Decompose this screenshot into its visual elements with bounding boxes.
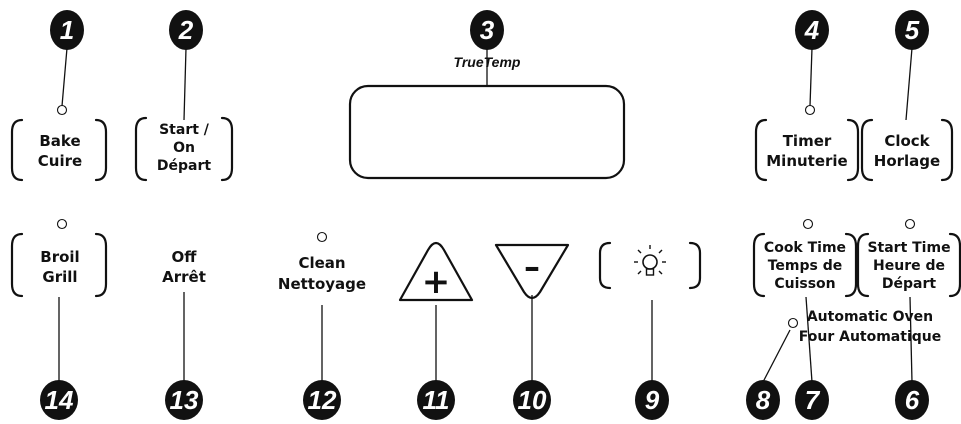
lightbulb-icon: [634, 245, 666, 276]
automatic-oven-label: Automatic Oven: [807, 309, 933, 325]
start-time-button[interactable]: Start Time Heure de Départ: [856, 232, 961, 298]
svg-text:11: 11: [423, 385, 450, 415]
callout-8: 8: [746, 380, 780, 420]
svg-text:1: 1: [60, 15, 74, 45]
arret-label: Arrêt: [162, 268, 206, 286]
callout-13: 13: [165, 380, 203, 420]
svg-text:6: 6: [905, 385, 920, 415]
horlage-label: Horlage: [874, 152, 940, 170]
minus-icon: –: [524, 248, 540, 286]
start-label: Start /: [159, 122, 210, 138]
clock-label: Clock: [884, 132, 930, 150]
minus-button[interactable]: –: [494, 243, 570, 300]
cuire-label: Cuire: [38, 152, 82, 170]
bake-button[interactable]: Bake Cuire: [10, 118, 108, 182]
bake-label: Bake: [39, 132, 80, 150]
starttime-indicator-light: [904, 218, 916, 230]
svg-text:10: 10: [518, 385, 547, 415]
svg-text:12: 12: [308, 385, 337, 415]
broil-label: Broil: [40, 248, 79, 266]
clean-indicator-light: [316, 231, 328, 243]
svg-text:5: 5: [905, 15, 920, 45]
depart-label: Départ: [157, 158, 211, 174]
callout-6: 6: [895, 380, 929, 420]
callout-10: 10: [513, 380, 551, 420]
cook-time-button[interactable]: Cook Time Temps de Cuisson: [752, 232, 858, 298]
callout-12: 12: [303, 380, 341, 420]
grill-label: Grill: [42, 268, 77, 286]
timer-label: Timer: [783, 132, 832, 150]
bake-indicator-light: [56, 104, 68, 116]
plus-button[interactable]: +: [398, 241, 474, 302]
off-label: Off: [172, 248, 198, 266]
callout-2: 2: [169, 10, 203, 50]
display-window: TrueTemp: [348, 54, 626, 180]
depart-time-label: Départ: [882, 276, 936, 292]
clean-label: Clean: [298, 254, 345, 272]
callout-1: 1: [50, 10, 84, 50]
timer-indicator-light: [804, 104, 816, 116]
heure-de-label: Heure de: [873, 258, 945, 274]
temps-de-label: Temps de: [768, 258, 843, 274]
cuisson-label: Cuisson: [774, 276, 835, 292]
truetemp-brand: TrueTemp: [454, 54, 521, 70]
svg-text:7: 7: [805, 385, 821, 415]
on-label: On: [173, 140, 195, 156]
clock-button[interactable]: Clock Horlage: [860, 118, 954, 182]
svg-text:4: 4: [804, 15, 820, 45]
cook-time-label: Cook Time: [764, 240, 846, 256]
svg-text:8: 8: [756, 385, 771, 415]
minuterie-label: Minuterie: [766, 152, 847, 170]
broil-button[interactable]: Broil Grill: [10, 232, 108, 298]
broil-indicator-light: [56, 218, 68, 230]
timer-button[interactable]: Timer Minuterie: [754, 118, 860, 182]
svg-text:13: 13: [170, 385, 199, 415]
svg-text:14: 14: [45, 385, 74, 415]
off-button[interactable]: Off Arrêt: [162, 248, 206, 286]
start-button[interactable]: Start / On Départ: [134, 116, 234, 182]
four-automatique-label: Four Automatique: [799, 329, 941, 345]
svg-text:3: 3: [480, 15, 495, 45]
callout-3: 3: [470, 10, 504, 50]
callout-4: 4: [795, 10, 829, 50]
oven-light-button[interactable]: [598, 241, 702, 290]
automatic-oven-indicator-light: [787, 317, 799, 329]
callout-14: 14: [40, 380, 78, 420]
callout-9: 9: [635, 380, 669, 420]
cooktime-indicator-light: [802, 218, 814, 230]
leader-lines: [58, 47, 913, 383]
callout-7: 7: [795, 380, 829, 420]
svg-text:9: 9: [645, 385, 660, 415]
plus-icon: +: [422, 262, 451, 302]
svg-text:2: 2: [178, 15, 194, 45]
callout-5: 5: [895, 10, 929, 50]
clean-button[interactable]: Clean Nettoyage: [278, 254, 366, 293]
automatic-oven-indicator: Automatic Oven Four Automatique: [799, 309, 941, 345]
nettoyage-label: Nettoyage: [278, 275, 366, 293]
callout-11: 11: [417, 380, 455, 420]
start-time-label: Start Time: [867, 240, 950, 256]
